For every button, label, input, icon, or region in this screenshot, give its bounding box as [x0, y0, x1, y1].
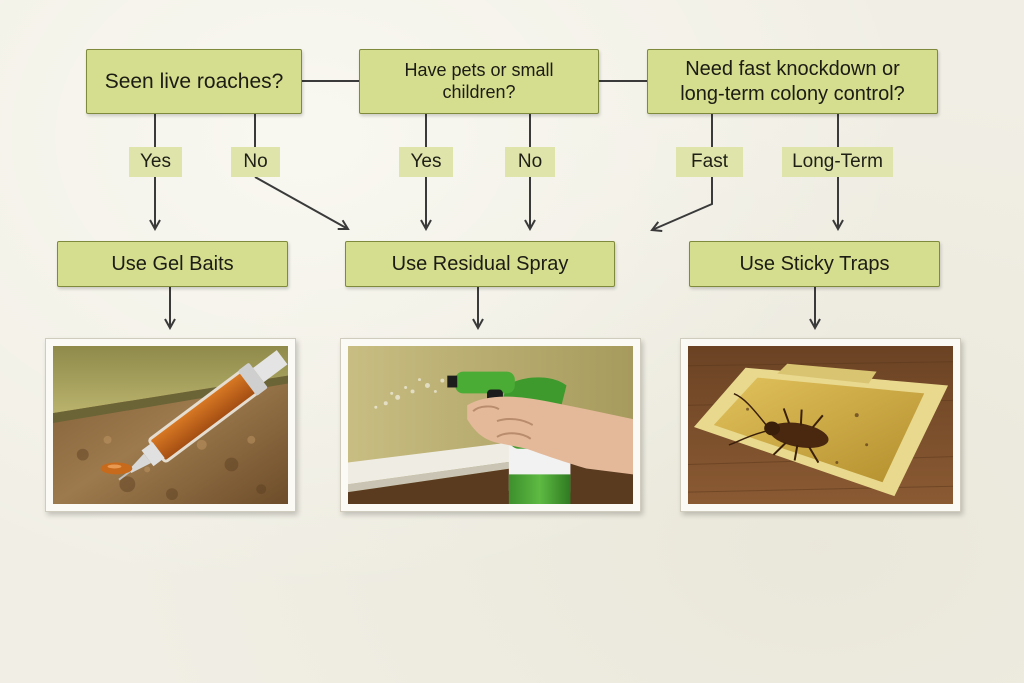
answer-roaches-no: No — [231, 147, 280, 177]
outcome-residual-spray-text: Use Residual Spray — [391, 252, 569, 275]
outcome-sticky-traps-text: Use Sticky Traps — [739, 252, 890, 275]
sticky-traps-photo — [680, 338, 961, 512]
sticky-trap-illustration — [688, 346, 953, 504]
question-seen-live-roaches: Seen live roaches? — [86, 49, 302, 114]
outcome-sticky-traps: Use Sticky Traps — [689, 241, 940, 287]
answer-roaches-no-text: No — [243, 151, 268, 172]
residual-spray-photo — [340, 338, 641, 512]
arrow-fast-to-spray — [652, 177, 713, 230]
answer-long-term: Long-Term — [782, 147, 893, 177]
answer-pets-no-text: No — [517, 151, 543, 172]
answer-roaches-yes: Yes — [129, 147, 182, 177]
gel-bait-photo — [45, 338, 296, 512]
question-pets-or-children: Have pets or small children? — [359, 49, 599, 114]
answer-roaches-yes-text: Yes — [140, 151, 171, 172]
answer-fast: Fast — [676, 147, 743, 177]
gel-bait-syringe-illustration — [53, 346, 288, 504]
spray-bottle-illustration — [348, 346, 633, 504]
question-knockdown-line-1: Need fast knockdown or — [685, 58, 900, 81]
question-roaches-text: Seen live roaches? — [104, 69, 284, 93]
answer-fast-text: Fast — [691, 151, 728, 172]
answer-pets-no: No — [505, 147, 555, 177]
outcome-residual-spray: Use Residual Spray — [345, 241, 615, 287]
question-knockdown-or-colony: Need fast knockdown or long-term colony … — [647, 49, 938, 114]
answer-pets-yes-text: Yes — [410, 151, 442, 172]
answer-long-term-text: Long-Term — [792, 151, 883, 172]
outcome-gel-baits: Use Gel Baits — [57, 241, 288, 287]
arrow-roaches-no-to-spray — [254, 176, 348, 229]
question-knockdown-line-2: long-term colony control? — [680, 82, 905, 105]
answer-pets-yes: Yes — [399, 147, 453, 177]
outcome-gel-baits-text: Use Gel Baits — [111, 252, 234, 275]
question-pets-text: Have pets or small children? — [404, 59, 554, 102]
